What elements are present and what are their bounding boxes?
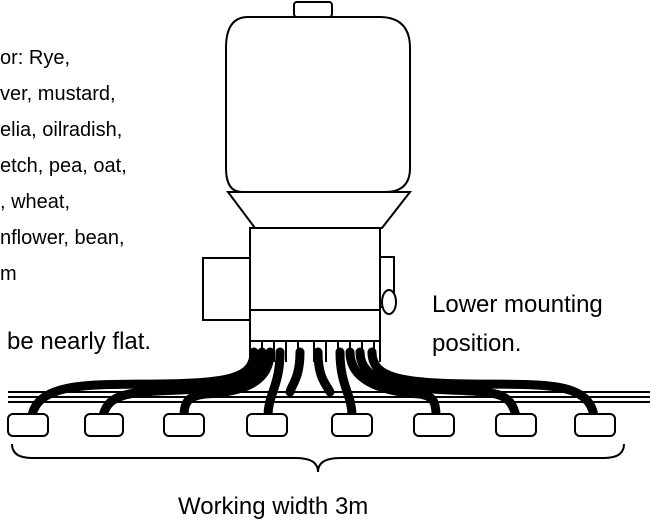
mounting-note-line: Lower mounting [432, 291, 603, 318]
coulter [84, 413, 124, 437]
seed-list: or: Rye, ver, mustard, elia, oilradish, … [0, 47, 127, 285]
coulter [7, 413, 49, 437]
seed-list-line: ver, mustard, [0, 83, 116, 105]
width-brace [11, 443, 625, 473]
seed-list-line: or: Rye, [0, 47, 70, 69]
flat-note: be nearly flat. [7, 328, 151, 355]
coulters [7, 413, 616, 437]
seed-hopper [225, 1, 413, 229]
hopper-lid [293, 1, 333, 18]
seed-list-line: nflower, bean, [0, 227, 125, 249]
hopper-tank [225, 16, 411, 193]
coulter [495, 413, 537, 437]
seed-list-line: elia, oilradish, [0, 119, 122, 141]
coulter [246, 413, 288, 437]
coulter [331, 413, 373, 437]
mounting-note-line: position. [432, 330, 521, 357]
hopper-funnel [226, 191, 413, 229]
working-width-label: Working width 3m [178, 493, 368, 520]
side-box-left [202, 257, 252, 321]
seed-list-line: etch, pea, oat, [0, 155, 127, 177]
coulter [413, 413, 455, 437]
metering-body [249, 227, 381, 342]
coulter [163, 413, 205, 437]
mounting-note: Lower mounting position. [432, 291, 603, 357]
seed-list-line: m [0, 263, 17, 285]
coulter [574, 413, 616, 437]
seed-list-line: , wheat, [0, 191, 70, 213]
metering-unit [202, 227, 397, 342]
seed-hoses [27, 347, 599, 421]
mounting-knob [381, 289, 397, 315]
